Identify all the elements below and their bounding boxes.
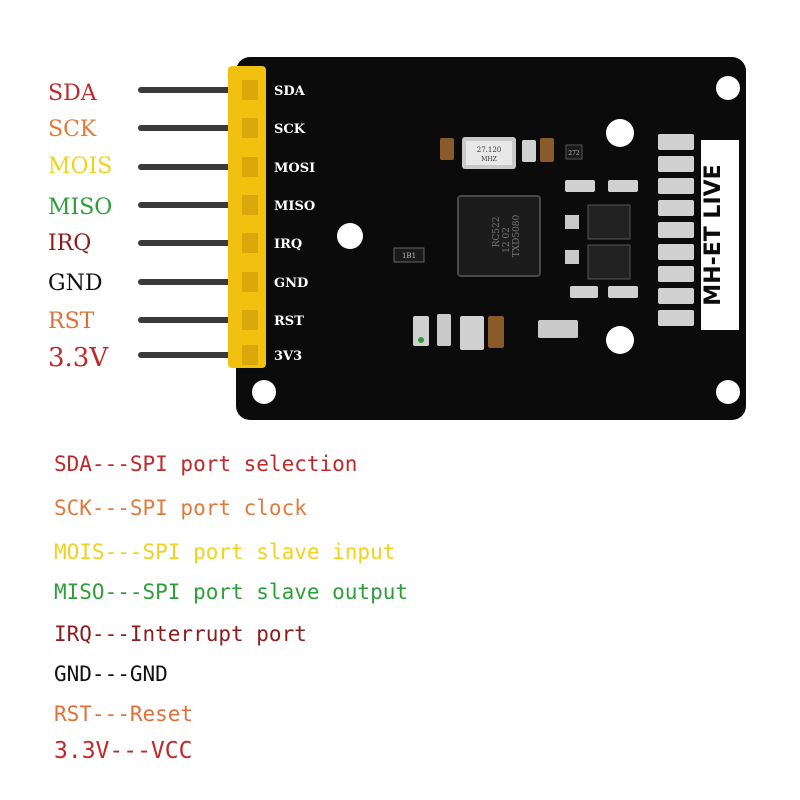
silk-label-sda: SDA <box>274 84 306 99</box>
silk-label-rst: RST <box>274 314 304 329</box>
pin-label-irq: IRQ <box>48 231 92 256</box>
transistor-1 <box>587 204 631 240</box>
crystal-label-2: MHZ <box>481 156 497 163</box>
rc522-chip <box>457 195 541 277</box>
pin-description-sda: SDA---SPI port selection <box>54 452 358 476</box>
silk-label-3-3v: 3V3 <box>274 349 302 364</box>
brand-plate <box>701 140 739 330</box>
header-notch <box>242 233 258 253</box>
header-pin-gnd <box>138 279 234 285</box>
mounting-holes <box>252 76 740 404</box>
header-notch <box>242 272 258 292</box>
header-pin-mois <box>138 164 234 170</box>
pin-description-mois: MOIS---SPI port slave input <box>54 540 396 564</box>
header-pin-rst <box>138 317 234 323</box>
chip-label-3: TXD5080 <box>512 214 522 257</box>
pin-label-miso: MISO <box>48 195 113 220</box>
pin-description-v33: 3.3V---VCC <box>54 738 193 764</box>
silk-label-mois: MOSI <box>274 161 315 176</box>
crystal-label-1: 27.120 <box>477 146 502 154</box>
header-notch <box>242 118 258 138</box>
header-pin-sda <box>138 87 234 93</box>
pin-description-miso: MISO---SPI port slave output <box>54 580 409 604</box>
brand-label: MH-ET LIVE <box>701 164 726 305</box>
pin-description-irq: IRQ---Interrupt port <box>54 622 307 646</box>
silkscreen-pin-labels: SDA SCK MOSI MISO IRQ GND RST 3V3 <box>274 84 315 364</box>
cap-label: 272 <box>568 150 580 157</box>
silk-label-miso: MISO <box>274 199 315 214</box>
pin-label-sck: SCK <box>48 117 97 142</box>
silk-label-irq: IRQ <box>274 237 302 252</box>
silk-label-gnd: GND <box>274 276 308 291</box>
header-notch <box>242 157 258 177</box>
pin-header <box>228 66 266 368</box>
header-pin-sck <box>138 125 234 131</box>
header-notch <box>242 310 258 330</box>
header-pins <box>138 87 234 358</box>
resistor <box>393 247 425 263</box>
chip-label-2: 12 02 <box>502 227 512 253</box>
header-notch <box>242 195 258 215</box>
pin-description-gnd: GND---GND <box>54 662 168 686</box>
pin-label-rst: RST <box>48 309 95 334</box>
resistor-label: 1B1 <box>402 252 416 260</box>
header-notches <box>242 80 258 365</box>
header-pin-3-3v <box>138 352 234 358</box>
header-notch <box>242 80 258 100</box>
pin-label-sda: SDA <box>48 81 97 106</box>
pin-label-3-3v: 3.3V <box>48 343 109 373</box>
header-notch <box>242 345 258 365</box>
chip-label-1: RC522 <box>492 217 502 248</box>
right-components <box>658 134 694 326</box>
header-pin-irq <box>138 240 234 246</box>
pin-label-mois: MOIS <box>48 154 113 179</box>
pin-description-rst: RST---Reset <box>54 702 194 726</box>
silk-label-sck: SCK <box>274 122 306 137</box>
header-pin-miso <box>138 202 234 208</box>
pin-label-gnd: GND <box>48 271 103 296</box>
pin-description-sck: SCK---SPI port clock <box>54 496 307 520</box>
transistor-2 <box>587 244 631 280</box>
